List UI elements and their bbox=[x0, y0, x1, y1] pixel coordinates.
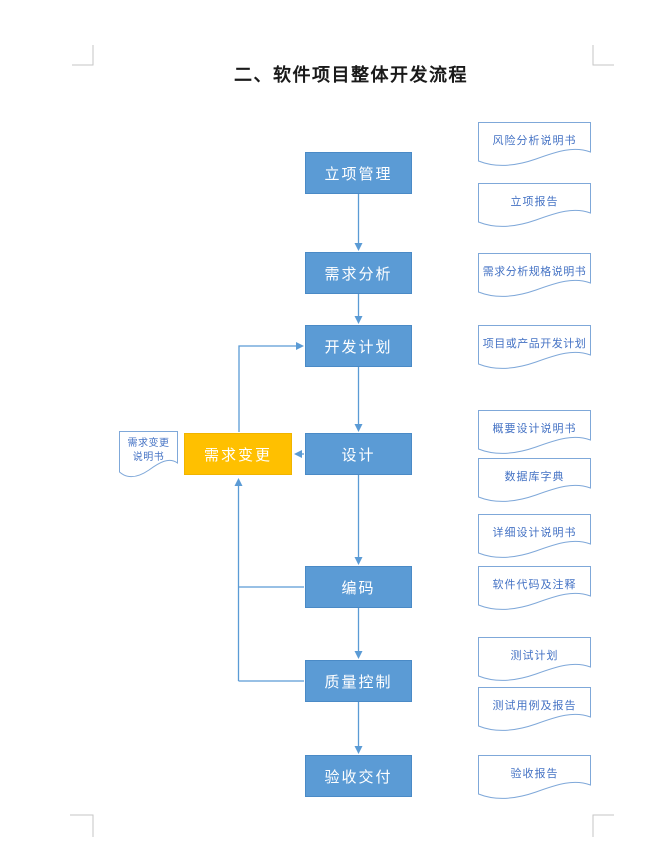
node-quality-control: 质量控制 bbox=[305, 660, 412, 702]
doc-requirement-change-note-label: 需求变更 说明书 bbox=[127, 438, 170, 463]
doc-detailed-design: 详细设计说明书 bbox=[478, 514, 591, 560]
doc-outline-design: 概要设计说明书 bbox=[478, 410, 591, 456]
arrow-change-to-plan bbox=[238, 342, 304, 432]
node-coding: 编码 bbox=[305, 566, 412, 608]
doc-initiation-report: 立项报告 bbox=[478, 183, 591, 229]
crop-mark-bottom-right bbox=[592, 814, 614, 837]
doc-risk-analysis: 风险分析说明书 bbox=[478, 122, 591, 168]
doc-acceptance-report: 验收报告 bbox=[478, 755, 591, 801]
node-requirements-analysis-label: 需求分析 bbox=[324, 265, 393, 283]
node-acceptance-delivery-label: 验收交付 bbox=[324, 768, 393, 786]
crop-mark-bottom-left bbox=[70, 814, 94, 837]
node-development-plan: 开发计划 bbox=[305, 325, 412, 367]
doc-test-plan: 测试计划 bbox=[478, 637, 591, 683]
node-quality-control-label: 质量控制 bbox=[324, 673, 393, 691]
node-project-initiation-label: 立项管理 bbox=[324, 165, 393, 183]
doc-product-dev-plan: 项目或产品开发计划 bbox=[478, 325, 591, 371]
doc-code-and-comments: 软件代码及注释 bbox=[478, 566, 591, 612]
node-coding-label: 编码 bbox=[341, 579, 376, 597]
crop-mark-top-left bbox=[72, 45, 94, 66]
node-design: 设计 bbox=[305, 433, 412, 475]
document-shape bbox=[119, 431, 178, 478]
node-requirements-analysis: 需求分析 bbox=[305, 252, 412, 294]
doc-database-dictionary: 数据库字典 bbox=[478, 458, 591, 504]
doc-requirement-change-note: 需求变更 说明书 bbox=[119, 431, 178, 480]
node-acceptance-delivery: 验收交付 bbox=[305, 755, 412, 797]
node-project-initiation: 立项管理 bbox=[305, 152, 412, 194]
node-requirement-change: 需求变更 bbox=[184, 433, 292, 475]
crop-mark-top-right bbox=[592, 45, 614, 66]
doc-requirement-spec: 需求分析规格说明书 bbox=[478, 253, 591, 299]
node-design-label: 设计 bbox=[341, 446, 376, 464]
page-title: 二、软件项目整体开发流程 bbox=[234, 65, 468, 85]
node-development-plan-label: 开发计划 bbox=[324, 338, 393, 356]
node-requirement-change-label: 需求变更 bbox=[203, 446, 272, 464]
doc-test-cases-report: 测试用例及报告 bbox=[478, 687, 591, 733]
